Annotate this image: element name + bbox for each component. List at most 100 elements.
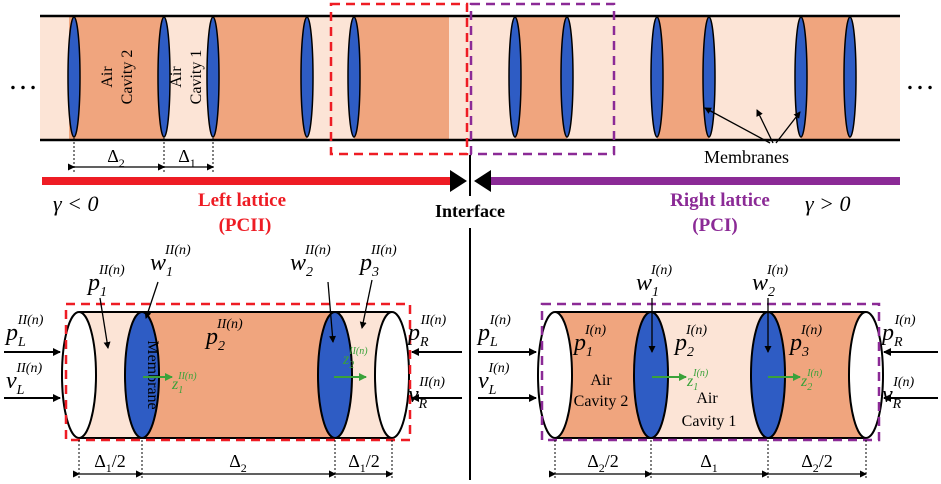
w2-label: w2II(n) — [290, 243, 331, 280]
gamma-right: γ > 0 — [805, 191, 851, 216]
membrane — [508, 16, 522, 138]
membrane-label: Membrane — [144, 340, 161, 409]
dim-label: Δ2/2 — [801, 451, 833, 475]
cavity-band — [567, 16, 657, 140]
dim-label: Δ1/2 — [94, 451, 126, 475]
right-lattice-subtitle: (PCI) — [692, 215, 737, 236]
membrane — [347, 16, 361, 138]
membranes-pointer — [704, 107, 771, 144]
cavity-band — [449, 16, 515, 140]
right-unit-cell-box — [469, 2, 616, 156]
cavity1-label: Cavity 1 — [682, 413, 737, 430]
membrane — [67, 16, 81, 138]
membrane — [843, 16, 857, 138]
left-cell-dashed-box — [64, 302, 412, 442]
z1-label: z1II(n) — [171, 371, 197, 396]
dim-label-delta1: Δ1 — [178, 146, 196, 170]
dim-label: Δ2/2 — [587, 451, 619, 475]
velocity-right-label: vRII(n) — [408, 375, 445, 412]
cavity-band — [657, 16, 709, 140]
pressure-right-label: pRII(n) — [406, 313, 447, 350]
gamma-left: γ < 0 — [53, 191, 99, 216]
p2-label: p2II(n) — [204, 317, 243, 354]
left-lattice-title: Left lattice — [198, 190, 286, 211]
membrane — [633, 311, 669, 439]
dim-label: Δ2 — [229, 451, 247, 475]
cavity-band — [801, 16, 850, 140]
cavity-band — [40, 16, 69, 140]
cavity2-air-label: Air — [99, 66, 116, 88]
w2-label: w2I(n) — [752, 263, 788, 300]
cavity2-label: Cavity 2 — [574, 393, 629, 410]
p1-label: p1II(n) — [86, 263, 125, 300]
cavity-band — [164, 16, 213, 140]
pressure-left-label: pLII(n) — [4, 313, 44, 350]
velocity-right-label: vRI(n) — [882, 375, 915, 412]
dim-label: Δ1 — [700, 451, 718, 475]
boundary-disc — [848, 311, 884, 439]
left-lattice-arrow-bar — [42, 177, 452, 185]
w2-pointer — [327, 281, 336, 343]
w1-label: w1I(n) — [636, 263, 672, 300]
cavity-band — [69, 16, 164, 140]
membranes-pointer — [775, 111, 801, 144]
interface-label: Interface — [435, 201, 505, 221]
z2-label: z2I(n) — [800, 368, 823, 393]
p2-label: p2I(n) — [673, 323, 707, 360]
cavity-band — [651, 312, 768, 438]
pressure-right-label: pRI(n) — [880, 313, 916, 350]
cavity2-label: Cavity 2 — [119, 50, 136, 105]
left-unit-cell-box — [329, 2, 469, 156]
cavity-band — [213, 16, 307, 140]
membrane — [560, 16, 574, 138]
cavity-band — [515, 16, 567, 140]
p3-label: p3I(n) — [788, 323, 822, 360]
membranes-label: Membranes — [704, 147, 789, 167]
membrane — [702, 16, 716, 138]
lattice-arrows: γ < 0 γ > 0 Left lattice (PCII) Right la… — [42, 170, 900, 236]
p3-label: p3II(n) — [358, 243, 397, 280]
cavity1-air-label: Air — [696, 390, 718, 407]
p3-pointer — [359, 279, 373, 329]
right-cell-dashed-box — [540, 302, 881, 442]
cavity2-air-label: Air — [590, 372, 612, 389]
z1-label: z1I(n) — [686, 368, 709, 393]
ellipsis-left: … — [8, 63, 38, 96]
right-lattice-arrow-bar — [488, 177, 900, 185]
membrane — [124, 311, 160, 439]
membrane — [794, 16, 808, 138]
p1-pointer — [99, 297, 111, 349]
velocity-left-label: vLI(n) — [478, 361, 510, 398]
cavity1-air-label: Air — [168, 66, 185, 88]
cavity-band — [850, 16, 900, 140]
pressure-left-label: pLI(n) — [476, 313, 511, 350]
membrane — [317, 311, 353, 439]
right-unit-cell: pLI(n) vLI(n) pRI(n) vRI(n) w1I(n) w2I(n… — [476, 263, 938, 478]
w1-label: w1II(n) — [150, 243, 191, 280]
right-lattice-title: Right lattice — [670, 190, 770, 211]
boundary-disc — [374, 311, 410, 439]
boundary-disc — [61, 311, 97, 439]
boundary-disc — [537, 311, 573, 439]
membrane — [650, 16, 664, 138]
dim-label-delta2: Δ2 — [107, 146, 125, 170]
cavity-band — [142, 312, 335, 438]
right-lattice-arrow-head — [474, 170, 491, 192]
cavity-band — [709, 16, 801, 140]
dim-label: Δ1/2 — [348, 451, 380, 475]
membranes-pointer — [756, 109, 774, 144]
membrane — [300, 16, 314, 138]
left-lattice-arrow-head — [450, 170, 467, 192]
p1-label: p1I(n) — [572, 323, 606, 360]
left-lattice-subtitle: (PCII) — [219, 215, 272, 236]
w1-pointer — [144, 281, 159, 319]
left-unit-cell: Membrane pLII(n) vLII(n) pRII(n) vRII(n)… — [4, 243, 462, 478]
membrane — [206, 16, 220, 138]
ellipsis-right: … — [905, 63, 935, 96]
velocity-left-label: vLII(n) — [6, 361, 42, 398]
membrane — [157, 16, 171, 138]
cavity1-label: Cavity 1 — [188, 50, 205, 105]
z2-label: z2II(n) — [342, 346, 368, 371]
cavity-band — [354, 16, 449, 140]
